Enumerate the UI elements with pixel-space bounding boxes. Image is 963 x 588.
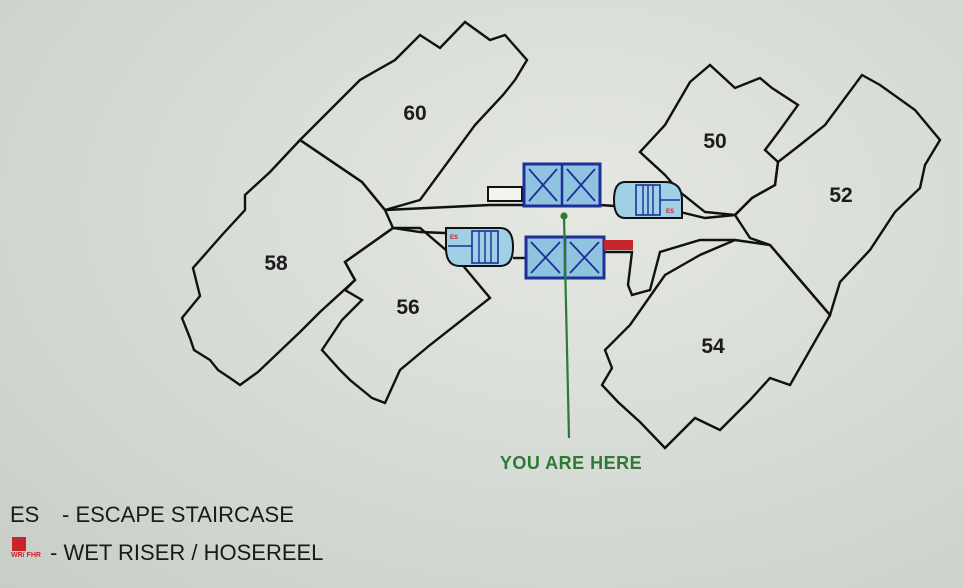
unit-54-label: 54 [701, 335, 725, 358]
unit-56-outline [320, 226, 492, 405]
you-are-here-pin-icon [560, 212, 568, 220]
legend-es-abbr: ES [10, 502, 40, 527]
escape-staircase-west-icon: ES [445, 227, 515, 267]
you-are-here-label: YOU ARE HERE [500, 453, 642, 473]
unit-54-outline [600, 238, 832, 450]
legend-wr-swatch-label: WR/ FHR [11, 552, 41, 559]
escape-staircase-east-icon: ES [612, 181, 683, 219]
corridor-wall-lower-west [392, 226, 446, 235]
wet-riser-icon [604, 240, 633, 250]
unit-50-label: 50 [703, 130, 726, 153]
lift-lobby-upper-icon [522, 162, 602, 208]
corridor-wall-upper-far-east [679, 210, 736, 220]
legend-wr-text: - WET RISER / HOSEREEL [50, 540, 324, 565]
unit-52-label: 52 [829, 184, 852, 207]
unit-60-outline [298, 20, 529, 212]
corridor-wall-lower-east [604, 238, 735, 297]
you-are-here-line [562, 215, 571, 439]
legend-wet-riser: WR/ FHR - WET RISER / HOSEREEL [10, 537, 323, 569]
refuse-chute-box [487, 186, 523, 202]
unit-60-label: 60 [403, 102, 426, 125]
wet-riser-legend-icon: WR/ FHR [11, 537, 41, 569]
unit-50-outline [638, 63, 800, 217]
unit-56-label: 56 [396, 296, 419, 319]
corridor-wall-upper [384, 203, 525, 212]
es-tag-east: ES [666, 209, 674, 215]
corridor-wall-upper-east [599, 203, 616, 208]
unit-58-label: 58 [264, 252, 288, 275]
legend-escape-staircase: ES - ESCAPE STAIRCASE [10, 502, 294, 528]
legend-es-text: - ESCAPE STAIRCASE [62, 502, 294, 527]
es-tag-west: ES [450, 235, 458, 241]
